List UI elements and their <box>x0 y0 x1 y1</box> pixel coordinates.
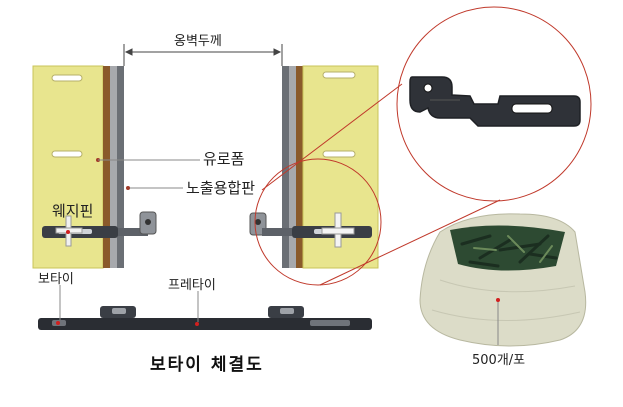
label-leaders <box>98 159 200 190</box>
left-steel-plate <box>117 66 124 268</box>
left-plywood <box>110 66 117 268</box>
right-panel-slot <box>322 71 356 79</box>
bottom-leaders <box>59 285 199 322</box>
left-bowtie-installed <box>42 211 157 247</box>
quantity-label: 500개/포 <box>472 353 526 368</box>
diagram-title: 보타이 체결도 <box>150 355 264 375</box>
pre-tie-long <box>38 306 372 330</box>
right-bowtie-installed <box>249 212 372 248</box>
left-panel-slot <box>51 150 83 158</box>
detail-circle-small <box>254 158 382 286</box>
left-panel-slot <box>51 74 83 82</box>
right-steel-plate <box>282 66 289 268</box>
wall-thickness-label: 옹벽두께 <box>174 34 222 49</box>
right-timber-strip <box>296 66 303 268</box>
wedge-pin-label: 웨지핀 <box>52 202 94 220</box>
sack-of-ties <box>419 213 587 347</box>
tie-detail-closeup <box>409 76 581 127</box>
exposed-plywood-label: 노출용합판 <box>186 179 256 197</box>
wall-thickness-dimension <box>123 44 283 66</box>
pre-tie-body <box>38 318 372 330</box>
euroform-label: 유로폼 <box>203 150 245 168</box>
pre-tie-label: 프레타이 <box>168 278 216 293</box>
right-panel-slot <box>322 150 356 158</box>
left-timber-strip <box>103 66 110 268</box>
bowtie-label: 보타이 <box>38 272 74 287</box>
